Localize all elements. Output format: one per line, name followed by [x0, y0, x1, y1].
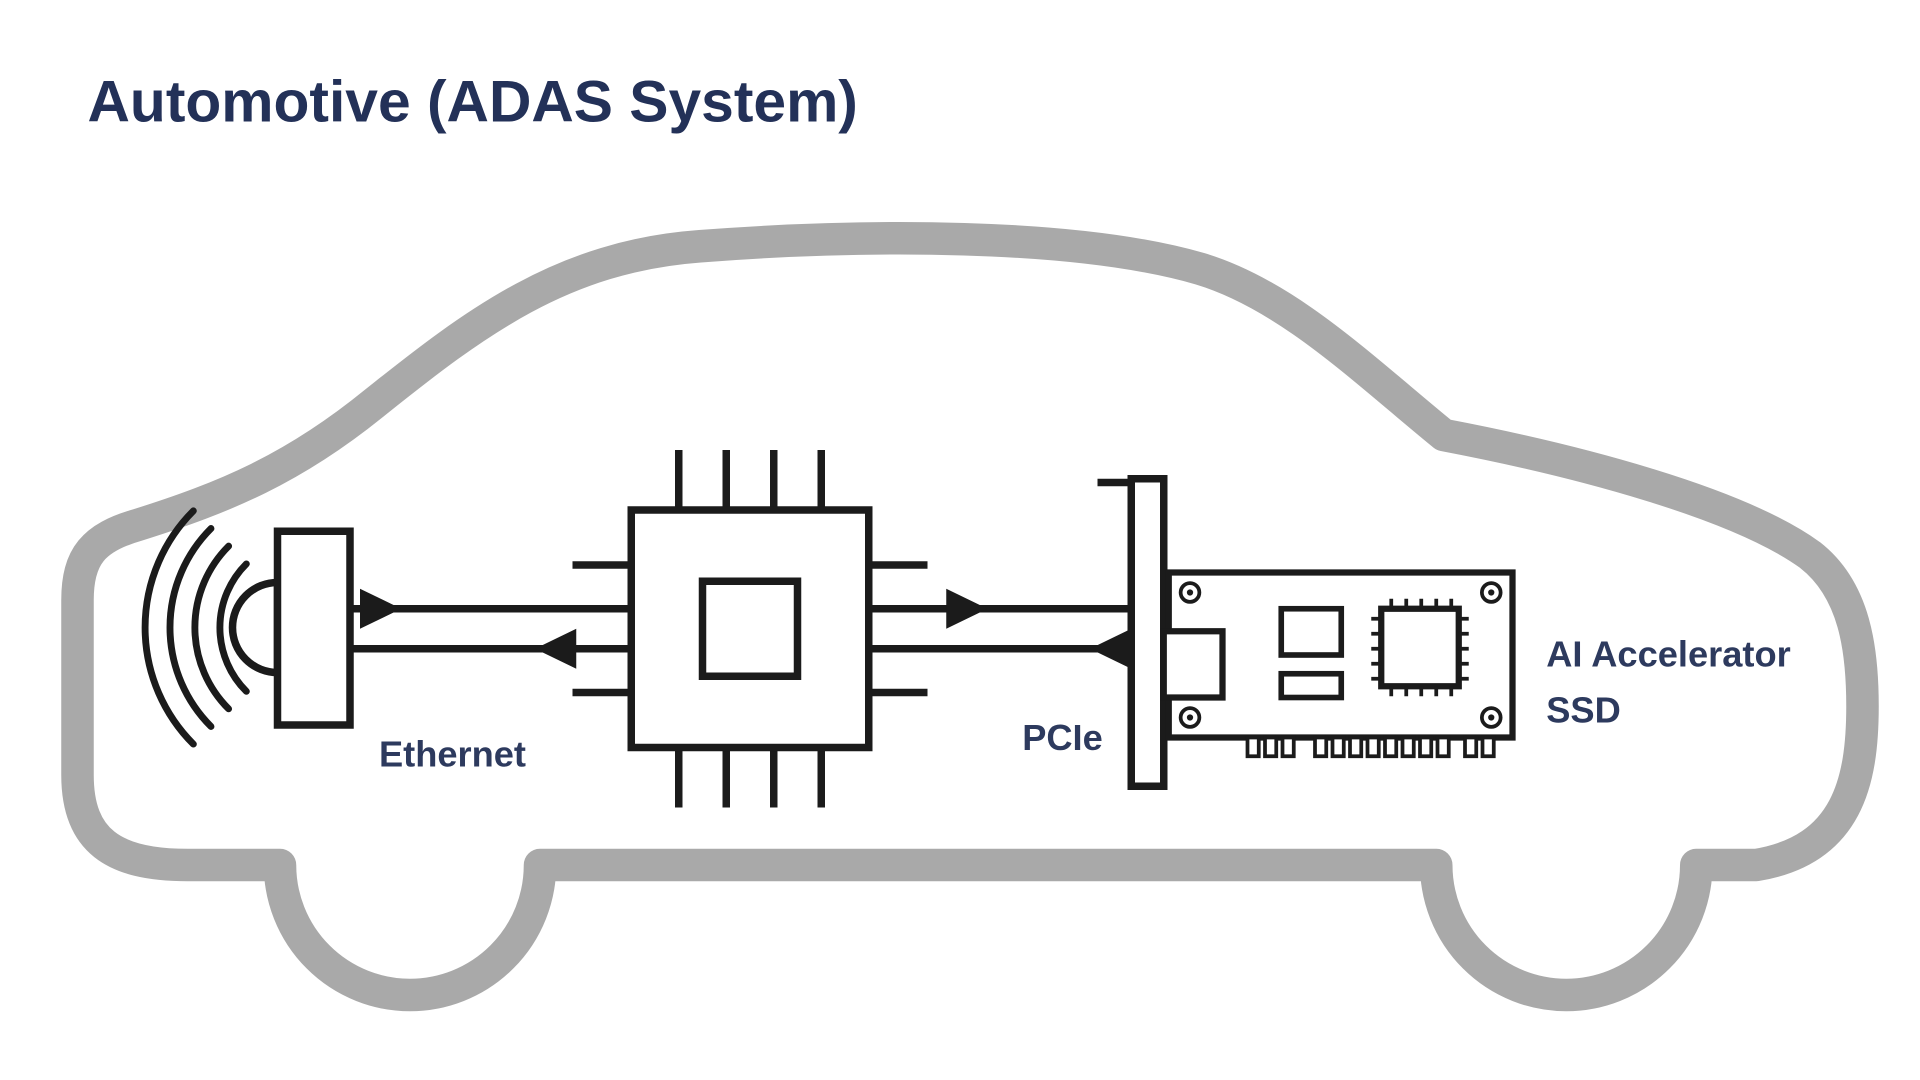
card-port: [1160, 628, 1226, 701]
radar-wave-icon: [141, 507, 197, 748]
soc-pins-bottom: [675, 747, 825, 808]
page-title: Automotive (ADAS System): [88, 69, 858, 134]
sensor-dome: [228, 578, 282, 677]
bga-body: [1378, 605, 1462, 690]
soc-core: [698, 577, 802, 680]
accelerator-label-line2: SSD: [1546, 690, 1621, 731]
soc-pins-left: [572, 561, 632, 697]
arrowhead-right-icon: [360, 588, 402, 629]
arrowhead-left-icon: [535, 628, 577, 669]
sensor-body: [273, 527, 354, 729]
card-component: [1278, 670, 1345, 701]
soc-chip-icon: [572, 450, 928, 808]
bga-pins-right: [1458, 616, 1469, 681]
bga-pins-left: [1371, 616, 1382, 681]
screw-hole-icon: [1480, 581, 1503, 604]
bga-pins-bottom: [1389, 686, 1454, 697]
accelerator-label-line1: AI Accelerator: [1546, 633, 1790, 674]
soc-pins-right: [868, 561, 928, 697]
radar-wave-icon: [216, 560, 250, 695]
car-outline-icon: [61, 222, 1879, 1012]
radar-wave-icon: [191, 542, 233, 713]
screw-hole-icon: [1480, 706, 1503, 729]
soc-pins-top: [675, 450, 825, 510]
radar-sensor-icon: [141, 507, 354, 748]
arrowhead-left-icon: [1090, 628, 1132, 669]
arrowhead-right-icon: [946, 588, 988, 629]
screw-hole-icon: [1178, 706, 1202, 729]
card-bracket: [1127, 475, 1168, 790]
bga-pins-top: [1389, 598, 1454, 609]
bga-chip-icon: [1371, 598, 1469, 697]
pcie-add-in-card-icon: [1097, 475, 1516, 790]
pcie-label: PCIe: [1022, 717, 1103, 758]
radar-wave-icon: [166, 525, 215, 730]
screw-hole-icon: [1178, 581, 1202, 604]
edge-connector: [1245, 735, 1496, 759]
pcie-link: [865, 588, 1135, 669]
card-component: [1278, 605, 1345, 658]
ethernet-label: Ethernet: [379, 733, 526, 774]
ethernet-link: [347, 588, 635, 669]
